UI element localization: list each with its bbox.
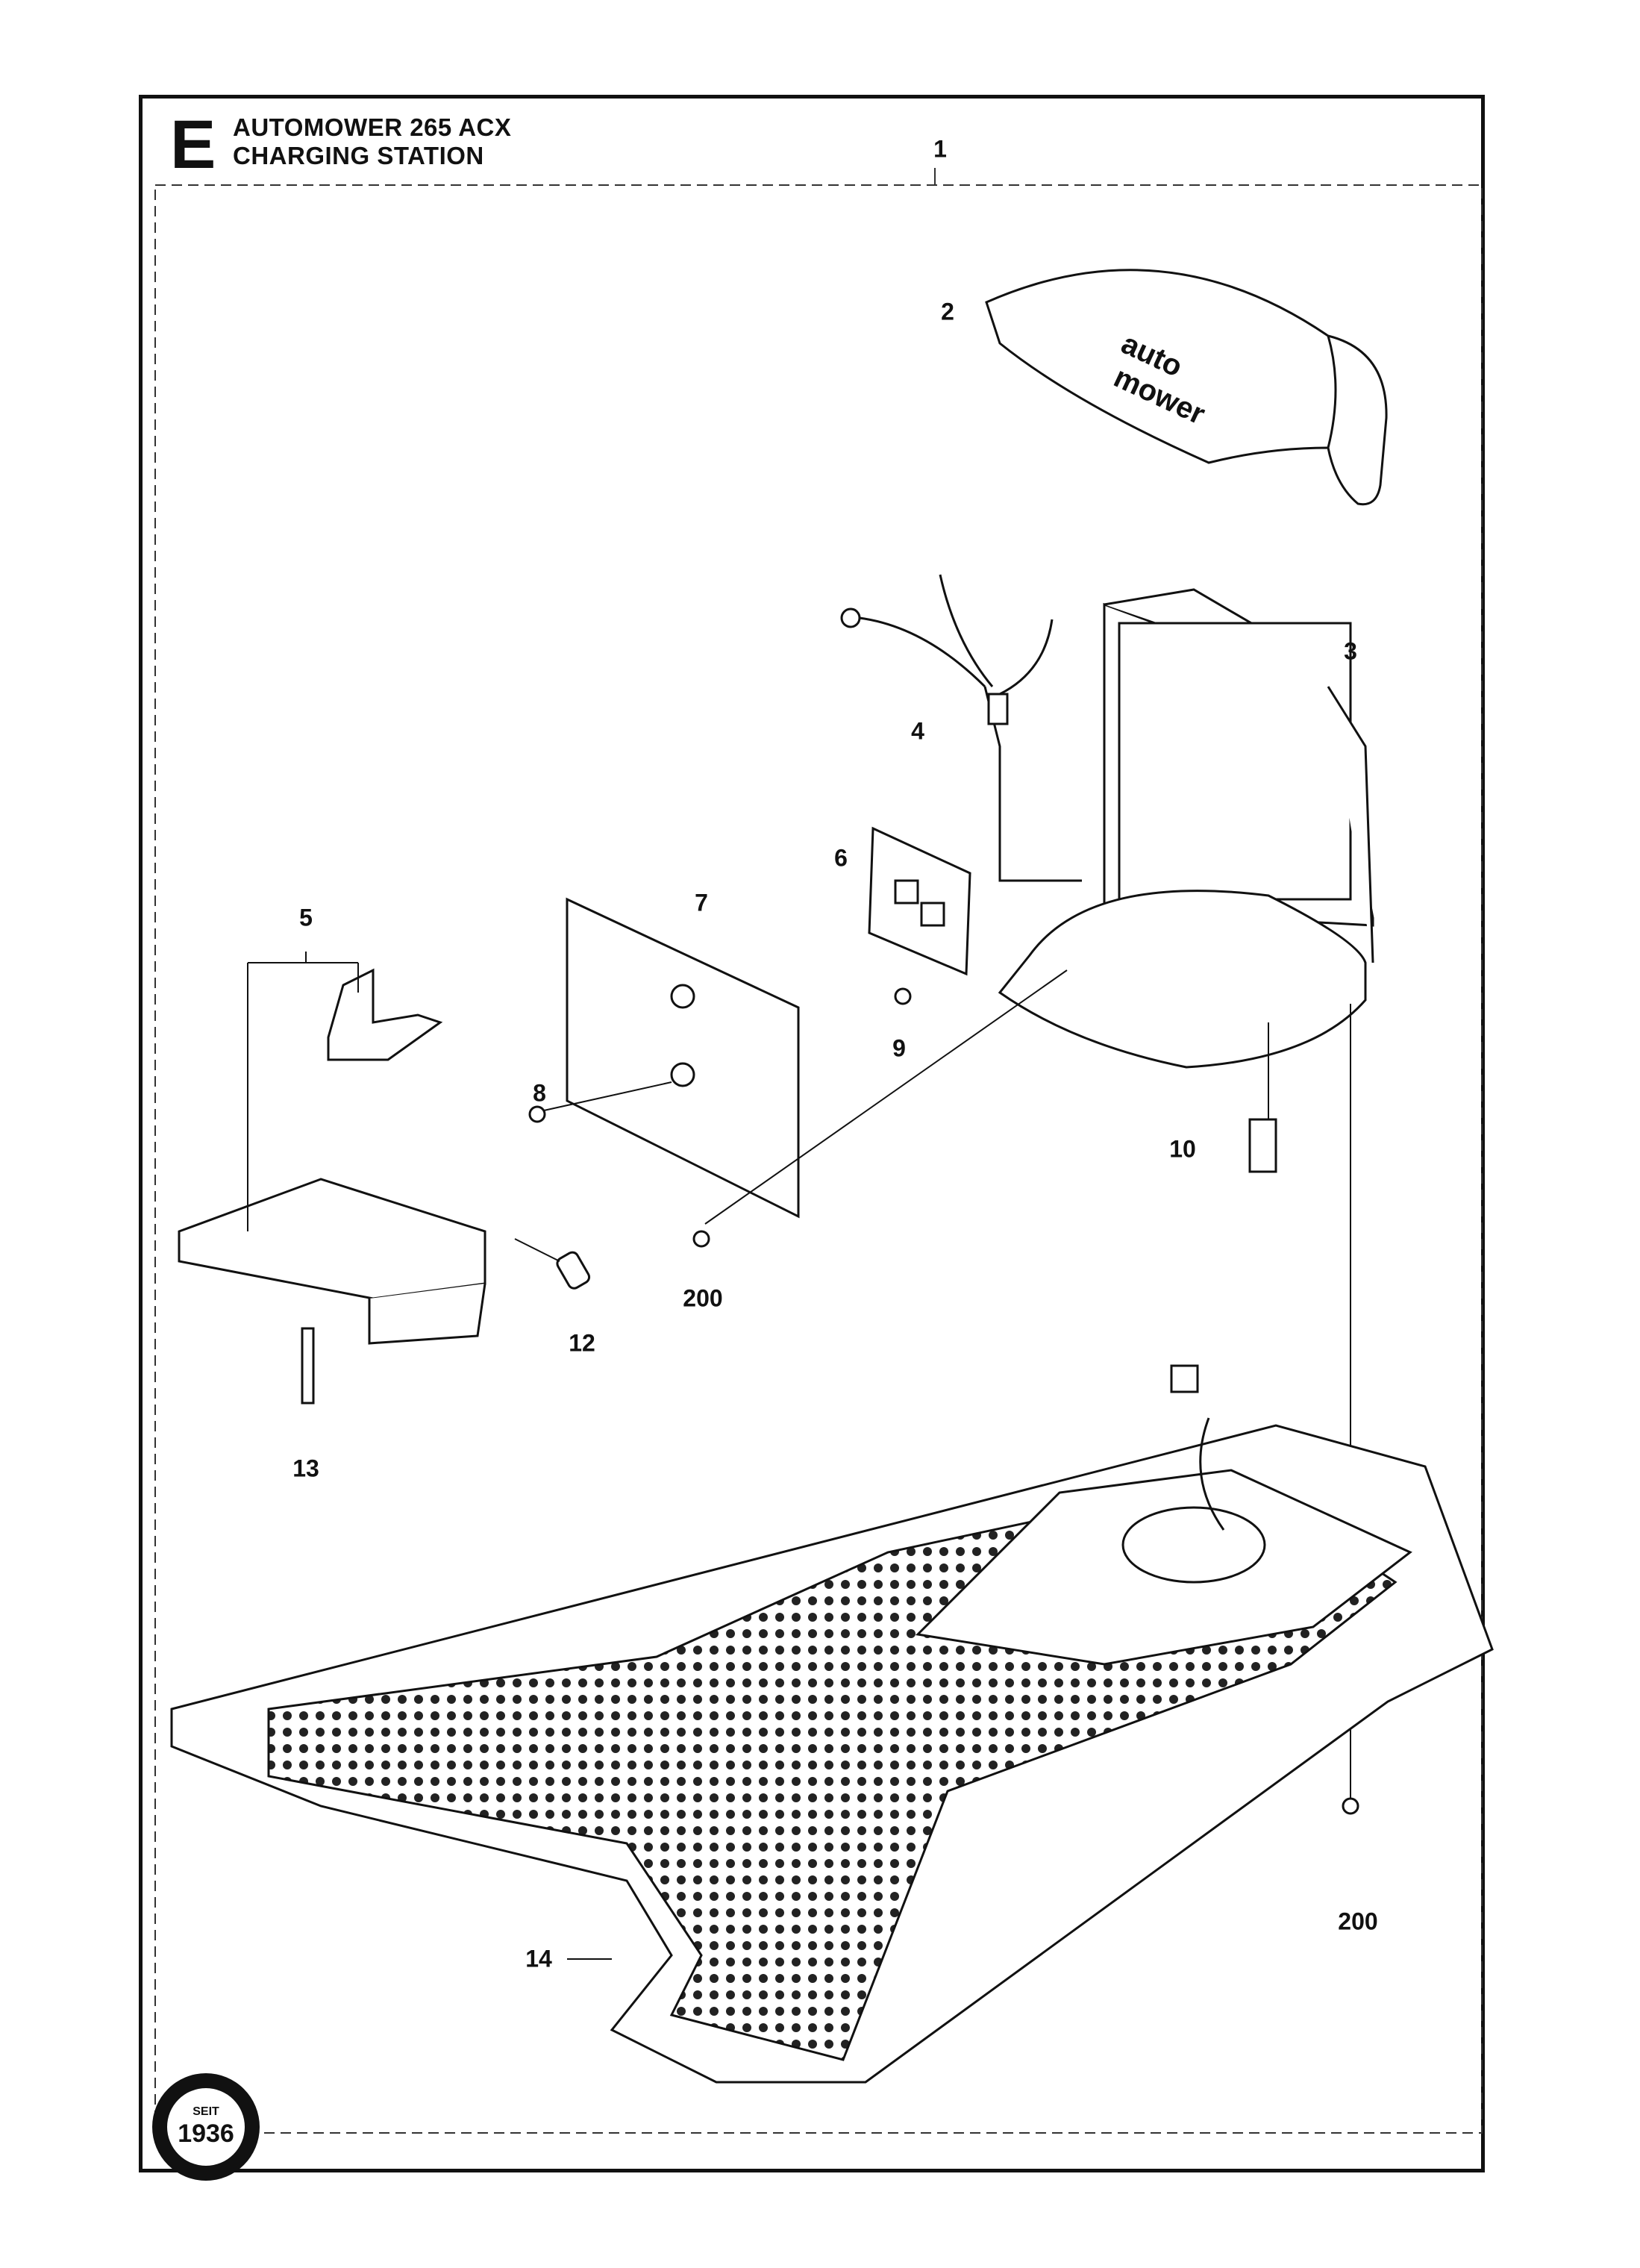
callout-3: 3 (1344, 637, 1357, 665)
seal-top-text: SEIT (193, 2105, 219, 2118)
callout-10: 10 (1169, 1135, 1196, 1163)
callout-12: 12 (569, 1329, 595, 1357)
callout-1: 1 (933, 135, 947, 163)
callout-8: 8 (533, 1079, 546, 1107)
callout-200a: 200 (683, 1284, 723, 1312)
callout-200b: 200 (1338, 1908, 1378, 1935)
callout-7: 7 (695, 889, 708, 916)
contact-strip-part (301, 1327, 315, 1405)
section-letter: E (170, 107, 216, 183)
circuit-board-part (868, 826, 971, 1005)
charging-base-part (998, 588, 1374, 1069)
callout-5: 5 (299, 904, 313, 931)
base-plate-part (170, 1364, 1494, 2084)
callout-13: 13 (292, 1455, 319, 1482)
drawing-frame (139, 95, 1485, 2172)
callout-4: 4 (911, 717, 924, 745)
mounting-plate-part (566, 897, 800, 1219)
callout-9: 9 (892, 1034, 906, 1062)
pin-part (556, 1251, 591, 1290)
callout-2: 2 (941, 298, 954, 325)
callout-14: 14 (525, 1945, 552, 1972)
wiring-harness-part (840, 574, 1082, 882)
connector-part (1248, 1118, 1277, 1173)
seal-year: 1936 (178, 2119, 234, 2148)
page-title: AUTOMOWER 265 ACX (233, 113, 512, 141)
callout-6: 6 (834, 844, 848, 872)
page-subtitle: CHARGING STATION (233, 142, 484, 169)
cover-part (985, 269, 1388, 506)
assembly-boundary (154, 184, 1483, 2134)
seal-logo: SEIT 1936 (152, 2073, 260, 2181)
charging-plate-part (178, 968, 486, 1345)
